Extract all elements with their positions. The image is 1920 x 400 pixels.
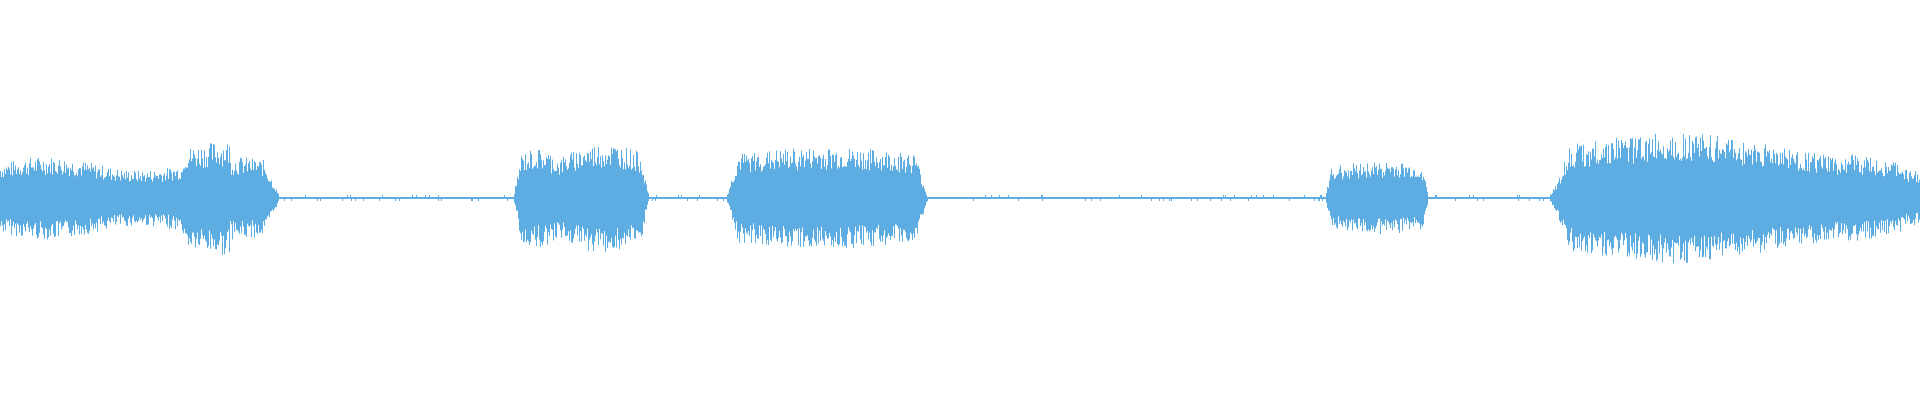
waveform-trace	[0, 133, 1920, 264]
